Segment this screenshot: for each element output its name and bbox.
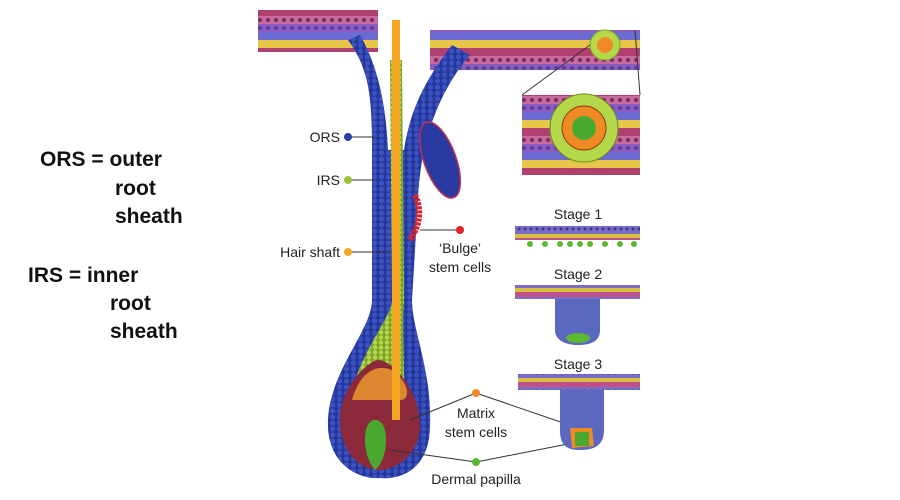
ors-label: ORS [310,129,340,145]
bulge-label-2: stem cells [429,259,491,275]
dermal-papilla-shape [365,420,386,470]
stage1-illustration [515,226,640,247]
stage2-label: Stage 2 [554,266,602,282]
bulge-label-1: ‘Bulge’ [439,240,481,256]
ors-dot [344,133,352,141]
sebaceous-gland [418,121,462,199]
stage1-label: Stage 1 [554,206,602,222]
irs-definition-line1: IRS = inner [28,264,139,287]
stage3-illustration [518,374,640,450]
irs-definition-line2: root [110,292,151,315]
hair-shaft-shape [392,20,400,420]
dermal-papilla-dot [472,458,480,466]
ors-definition-line2: root [115,177,156,200]
irs-label: IRS [317,172,340,188]
irs-dot [344,176,352,184]
hair-shaft-dot [344,248,352,256]
hair-shaft-label: Hair shaft [280,244,340,260]
leader-lines [348,136,579,463]
bulge-cells-shape [407,193,423,242]
stage3-label: Stage 3 [554,356,602,372]
matrix-label-1: Matrix [457,405,495,421]
ors-definition-line3: sheath [115,205,183,228]
dermal-papilla-label: Dermal papilla [431,471,521,487]
bulge-dot [456,226,464,234]
ors-definition-line1: ORS = outer [40,148,162,171]
irs-definition-line3: sheath [110,320,178,343]
matrix-label-2: stem cells [445,424,507,440]
inset-cross-section [521,29,641,175]
matrix-dot [472,389,480,397]
hair-follicle [327,20,470,479]
stage2-illustration [515,285,640,345]
